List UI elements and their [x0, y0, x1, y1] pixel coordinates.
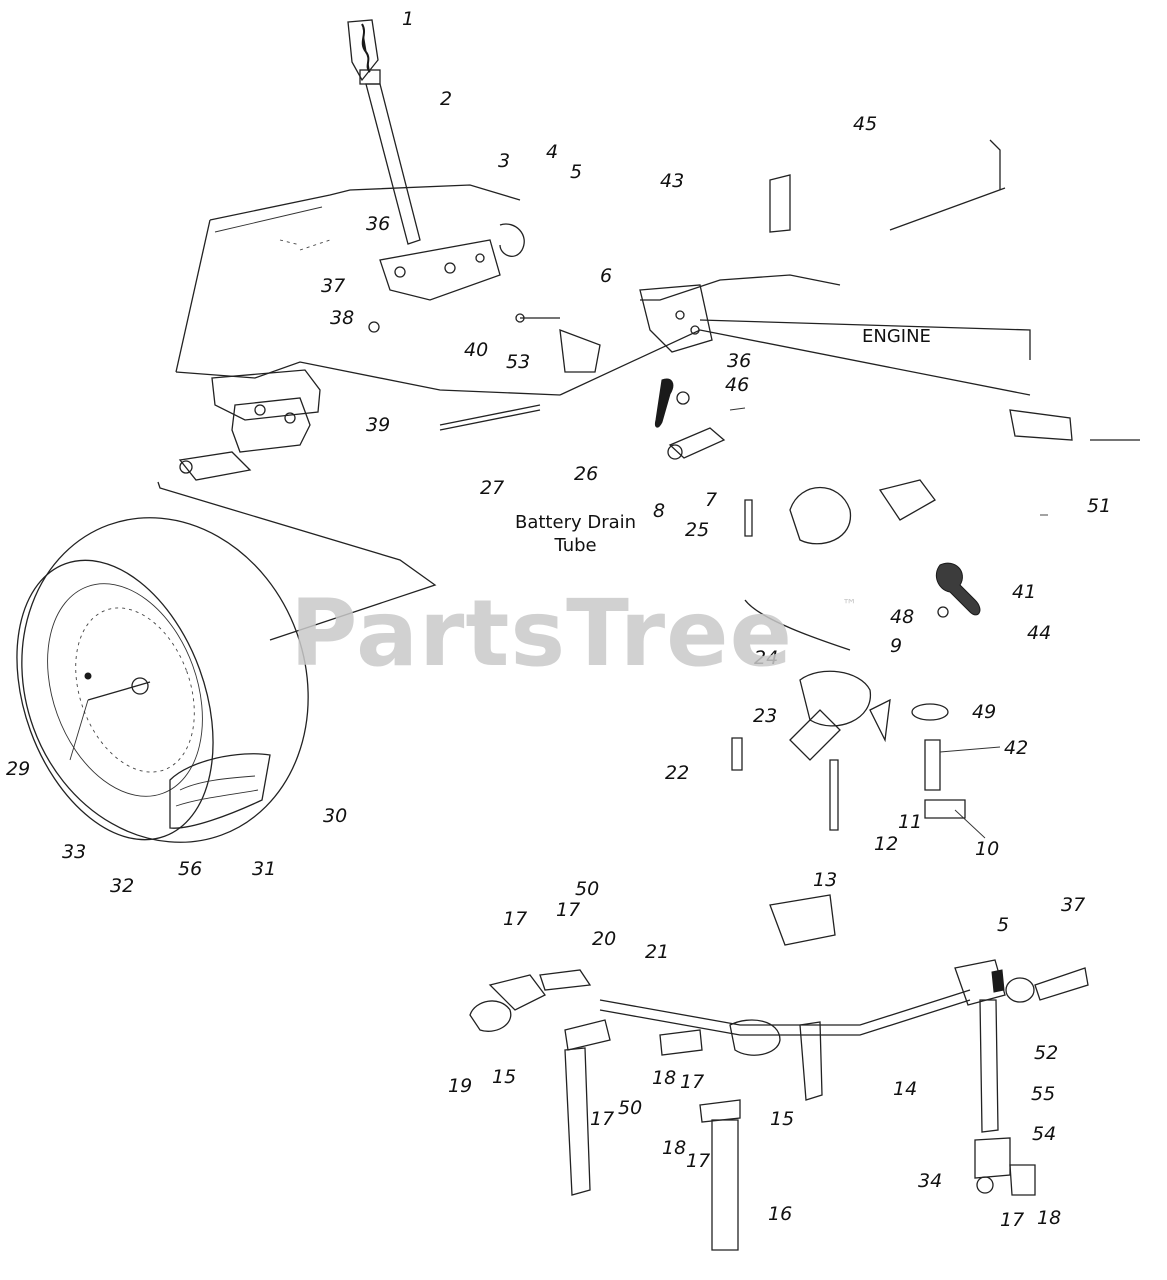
callout-8: 8	[653, 500, 666, 522]
callout-15: 15	[770, 1108, 795, 1130]
callout-25: 25	[685, 519, 710, 541]
callout-44: 44	[1027, 622, 1052, 644]
callout-16: 16	[768, 1203, 793, 1225]
callout-37: 37	[321, 275, 346, 297]
chassis	[157, 274, 1140, 641]
callout-36: 36	[727, 350, 752, 372]
callout-39: 39	[366, 414, 391, 436]
callout-43: 43	[660, 170, 685, 192]
callout-18: 18	[1037, 1207, 1062, 1229]
callout-18: 18	[652, 1067, 677, 1089]
callout-17: 17	[680, 1071, 705, 1093]
callout-7: 7	[705, 489, 718, 511]
callout-42: 42	[1004, 737, 1029, 759]
callout-50: 50	[618, 1097, 643, 1119]
parts-tree-watermark: PartsTree	[290, 580, 793, 687]
callout-13: 13	[813, 869, 838, 891]
callout-23: 23	[753, 705, 778, 727]
battery-drain-tube-line-1: Battery Drain	[515, 512, 637, 533]
callout-6: 6	[600, 265, 613, 287]
callout-40: 40	[464, 339, 489, 361]
callout-51: 51	[1087, 495, 1112, 517]
callout-24: 24	[754, 647, 779, 669]
callout-1: 1	[402, 8, 415, 30]
callout-17: 17	[686, 1150, 711, 1172]
callout-17: 17	[503, 908, 528, 930]
callout-36: 36	[366, 213, 391, 235]
callout-56: 56	[178, 858, 203, 880]
callout-17: 17	[556, 899, 581, 921]
callout-9: 9	[890, 635, 903, 657]
callout-20: 20	[592, 928, 617, 950]
trademark-symbol: ™	[842, 596, 857, 614]
callout-5: 5	[570, 161, 583, 183]
callout-54: 54	[1032, 1123, 1057, 1145]
callout-26: 26	[574, 463, 599, 485]
transmission	[178, 369, 541, 481]
callout-33: 33	[62, 841, 87, 863]
callout-52: 52	[1034, 1042, 1059, 1064]
leader-lines	[69, 407, 1048, 839]
callout-17: 17	[590, 1108, 615, 1130]
callout-14: 14	[893, 1078, 918, 1100]
callout-3: 3	[498, 150, 511, 172]
engine-bracket	[639, 139, 1006, 353]
callout-31: 31	[252, 858, 277, 880]
callout-48: 48	[890, 606, 915, 628]
callout-29: 29	[6, 758, 31, 780]
rear-wheel	[16, 517, 309, 843]
callout-45: 45	[853, 113, 878, 135]
callout-5: 5	[997, 914, 1010, 936]
callout-10: 10	[975, 838, 1000, 860]
callout-30: 30	[323, 805, 348, 827]
steering-assembly	[731, 479, 981, 831]
callout-38: 38	[330, 307, 355, 329]
callout-11: 11	[898, 811, 923, 833]
shift-lever	[347, 19, 421, 245]
callout-4: 4	[546, 141, 559, 163]
linkage-parts	[515, 313, 753, 537]
callout-2: 2	[440, 88, 453, 110]
callout-21: 21	[645, 941, 670, 963]
callout-27: 27	[480, 477, 505, 499]
callout-46: 46	[725, 374, 750, 396]
engine-label: ENGINE	[862, 326, 931, 347]
callout-22: 22	[665, 762, 690, 784]
callout-12: 12	[874, 833, 899, 855]
battery-drain-tube-line-2: Tube	[554, 534, 597, 556]
front-axle-assembly	[469, 894, 1089, 1251]
callout-41: 41	[1012, 581, 1037, 603]
callout-17: 17	[1000, 1209, 1025, 1231]
callout-37: 37	[1061, 894, 1086, 916]
callout-34: 34	[918, 1170, 943, 1192]
callout-53: 53	[506, 351, 531, 373]
callout-18: 18	[662, 1137, 687, 1159]
callout-50: 50	[575, 878, 600, 900]
callout-49: 49	[972, 701, 997, 723]
callout-55: 55	[1031, 1083, 1056, 1105]
callout-15: 15	[492, 1066, 517, 1088]
callout-19: 19	[448, 1075, 473, 1097]
callout-32: 32	[110, 875, 135, 897]
